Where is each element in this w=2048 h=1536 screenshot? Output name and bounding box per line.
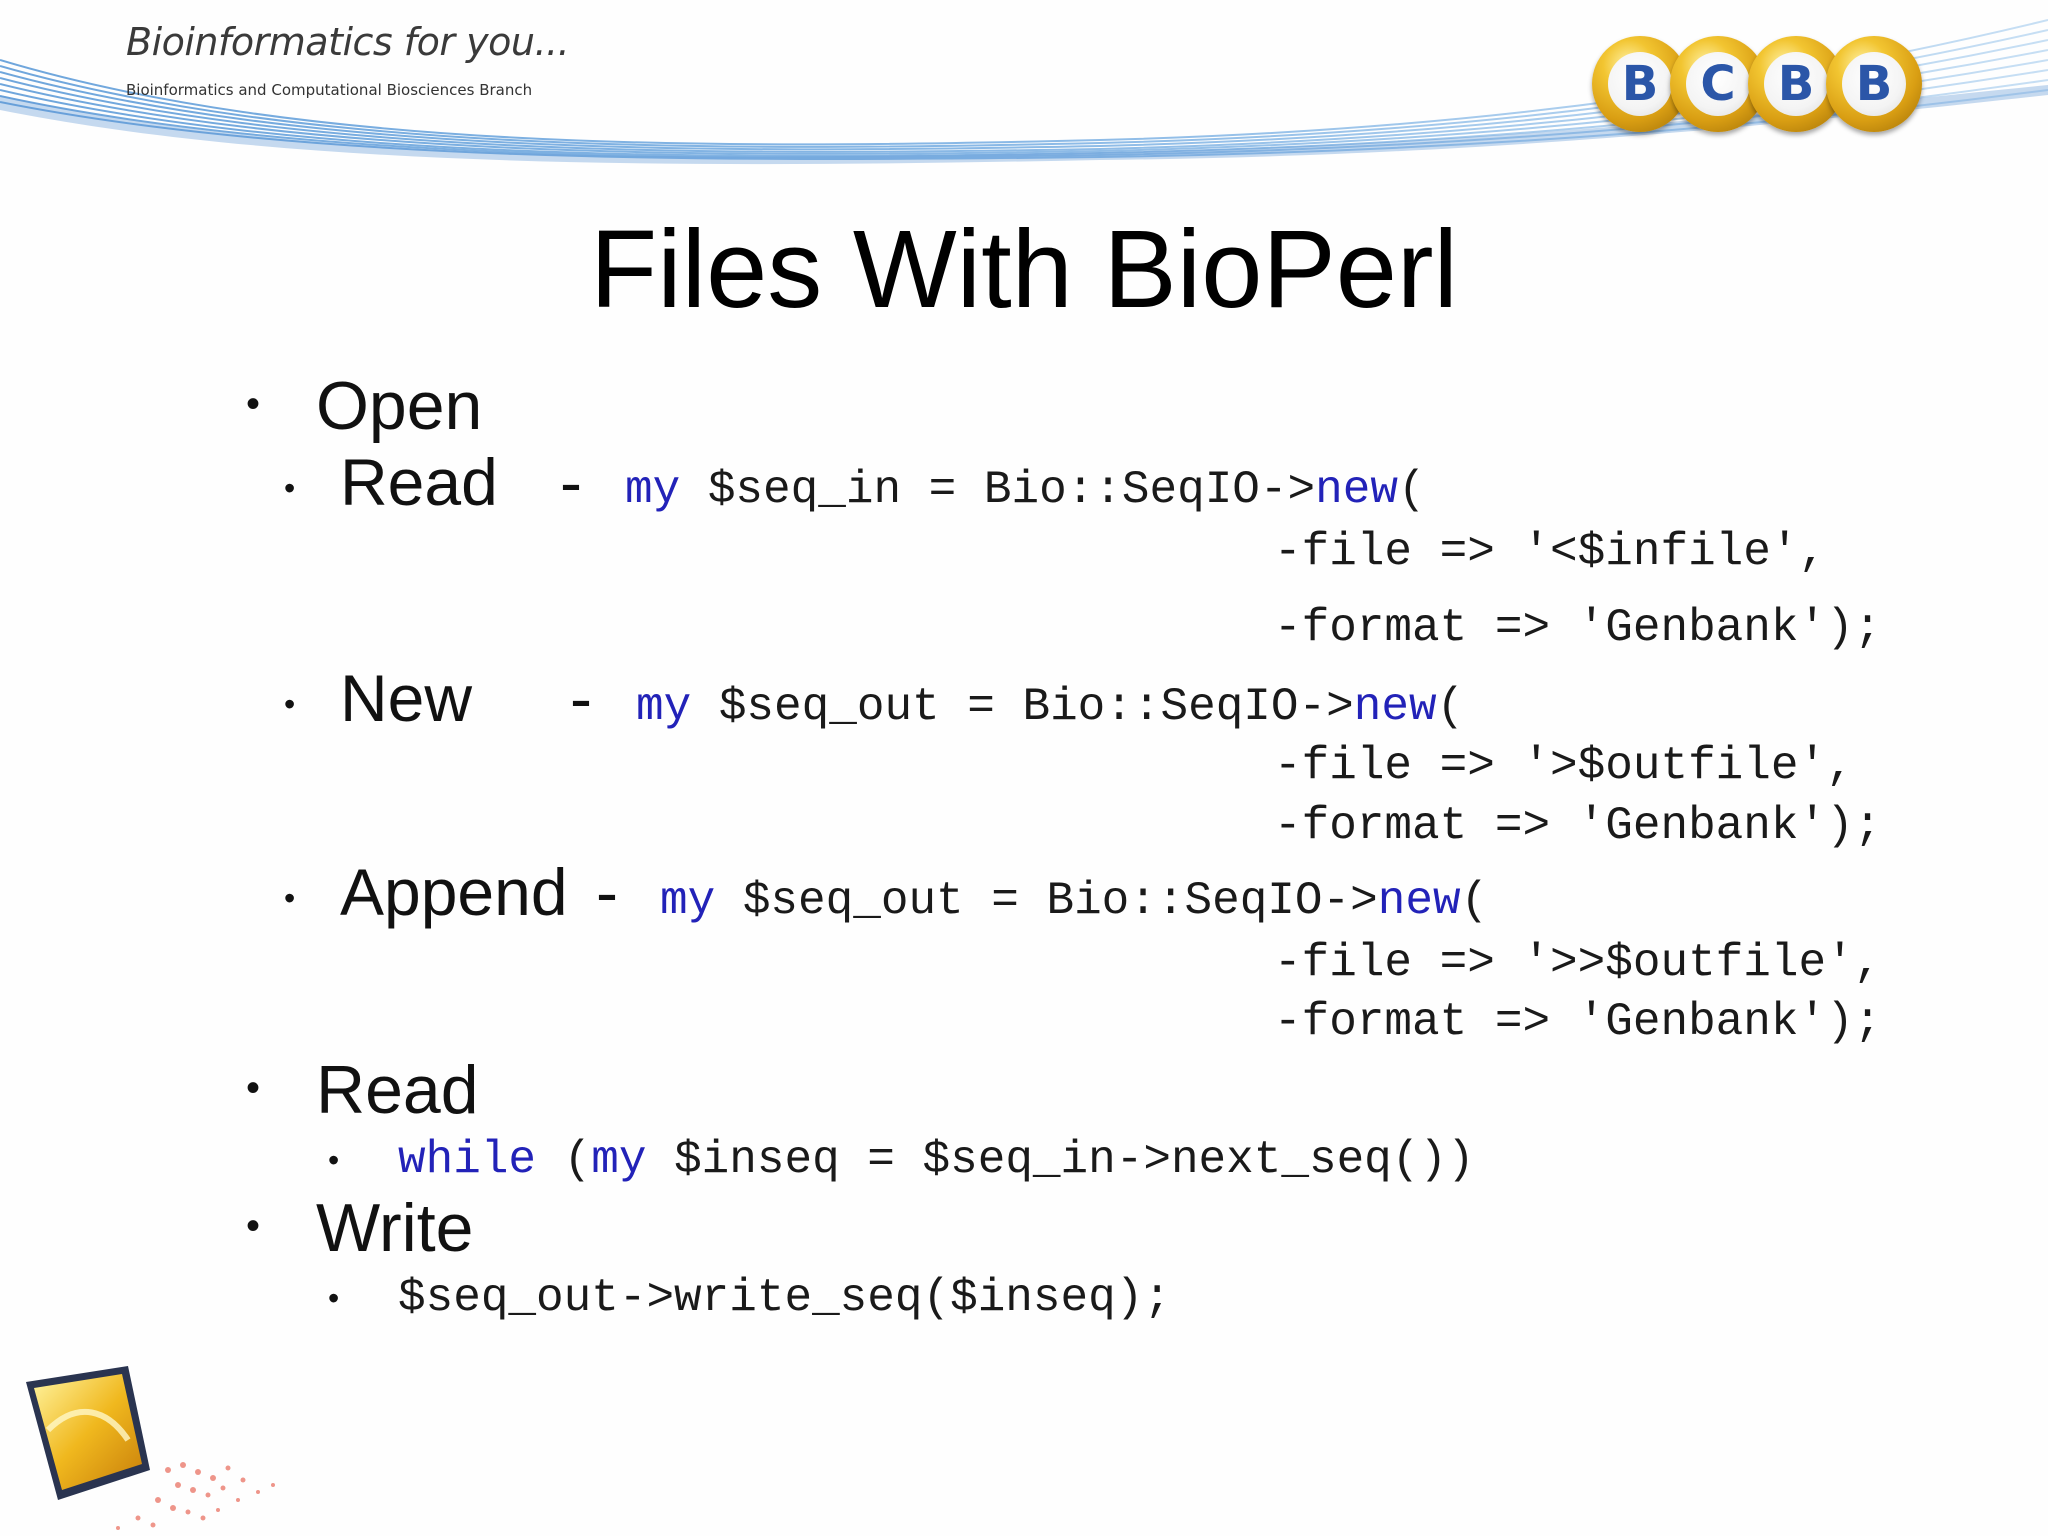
code-keyword: my — [591, 1134, 647, 1186]
slide-title: Files With BioPerl — [590, 208, 1458, 331]
bullet-open-append: Append — [340, 855, 568, 929]
bullet-marker: • — [284, 470, 296, 506]
bullet-marker: • — [246, 1204, 261, 1248]
code-text: ( — [536, 1134, 592, 1186]
code-open-append-line2: -file => '>>$outfile', — [1274, 937, 1882, 989]
code-write-line: $seq_out->write_seq($inseq); — [398, 1272, 1171, 1324]
code-text: $inseq = $seq_in->next_seq()) — [646, 1134, 1475, 1186]
code-open-new-line2: -file => '>$outfile', — [1274, 740, 1854, 792]
bullet-dash: - — [596, 855, 618, 929]
bullet-marker: • — [246, 382, 261, 426]
logo-circle: C — [1670, 36, 1766, 132]
code-keyword: my — [636, 681, 692, 733]
code-open-read-line2: -file => '<$infile', — [1274, 526, 1827, 578]
logo-letter: C — [1686, 52, 1750, 116]
code-open-read-line3: -format => 'Genbank'); — [1274, 602, 1882, 654]
bullet-marker: • — [284, 880, 296, 916]
logo-letter: B — [1842, 52, 1906, 116]
bullet-dash: - — [560, 445, 582, 519]
tagline: Bioinformatics for you... — [126, 20, 570, 64]
logo-circle: B — [1592, 36, 1688, 132]
header-swoosh-graphic — [0, 19, 2048, 165]
bullet-open-new: New — [340, 661, 473, 735]
bullet-open: Open — [316, 368, 483, 444]
bullet-open-read: Read — [340, 445, 498, 519]
code-read-line: while (my $inseq = $seq_in->next_seq()) — [398, 1132, 1475, 1188]
code-text: $seq_out = Bio::SeqIO-> — [691, 681, 1354, 733]
code-text: ( — [1436, 681, 1465, 733]
code-keyword: while — [398, 1134, 537, 1186]
code-open-append-line3: -format => 'Genbank'); — [1274, 996, 1882, 1048]
logo-letter: B — [1764, 52, 1828, 116]
code-open-read-line1: my $seq_in = Bio::SeqIO->new( — [625, 462, 1426, 518]
logo-letter: B — [1608, 52, 1672, 116]
code-text: $seq_in = Bio::SeqIO-> — [680, 464, 1316, 516]
code-text: $seq_out = Bio::SeqIO-> — [715, 875, 1378, 927]
code-text: ( — [1460, 875, 1489, 927]
bcbb-logo: B C B B — [1592, 36, 1932, 132]
bullet-dash: - — [570, 661, 592, 735]
code-open-append-line1: my $seq_out = Bio::SeqIO->new( — [660, 873, 1488, 929]
bullet-marker: • — [246, 1066, 261, 1110]
code-keyword: my — [625, 464, 681, 516]
bullet-marker: • — [328, 1280, 340, 1316]
code-keyword: new — [1377, 875, 1461, 927]
code-keyword: new — [1353, 681, 1437, 733]
code-open-new-line1: my $seq_out = Bio::SeqIO->new( — [636, 679, 1464, 735]
bullet-write: Write — [316, 1190, 474, 1266]
code-text: ( — [1397, 464, 1426, 516]
code-keyword: my — [660, 875, 716, 927]
monitor-graphic — [26, 1366, 275, 1530]
code-keyword: new — [1315, 464, 1398, 516]
bullet-marker: • — [328, 1142, 340, 1178]
bullet-marker: • — [284, 686, 296, 722]
branch-name: Bioinformatics and Computational Bioscie… — [126, 81, 533, 99]
logo-circle: B — [1826, 36, 1922, 132]
code-open-new-line3: -format => 'Genbank'); — [1274, 800, 1882, 852]
bullet-read: Read — [316, 1052, 479, 1128]
